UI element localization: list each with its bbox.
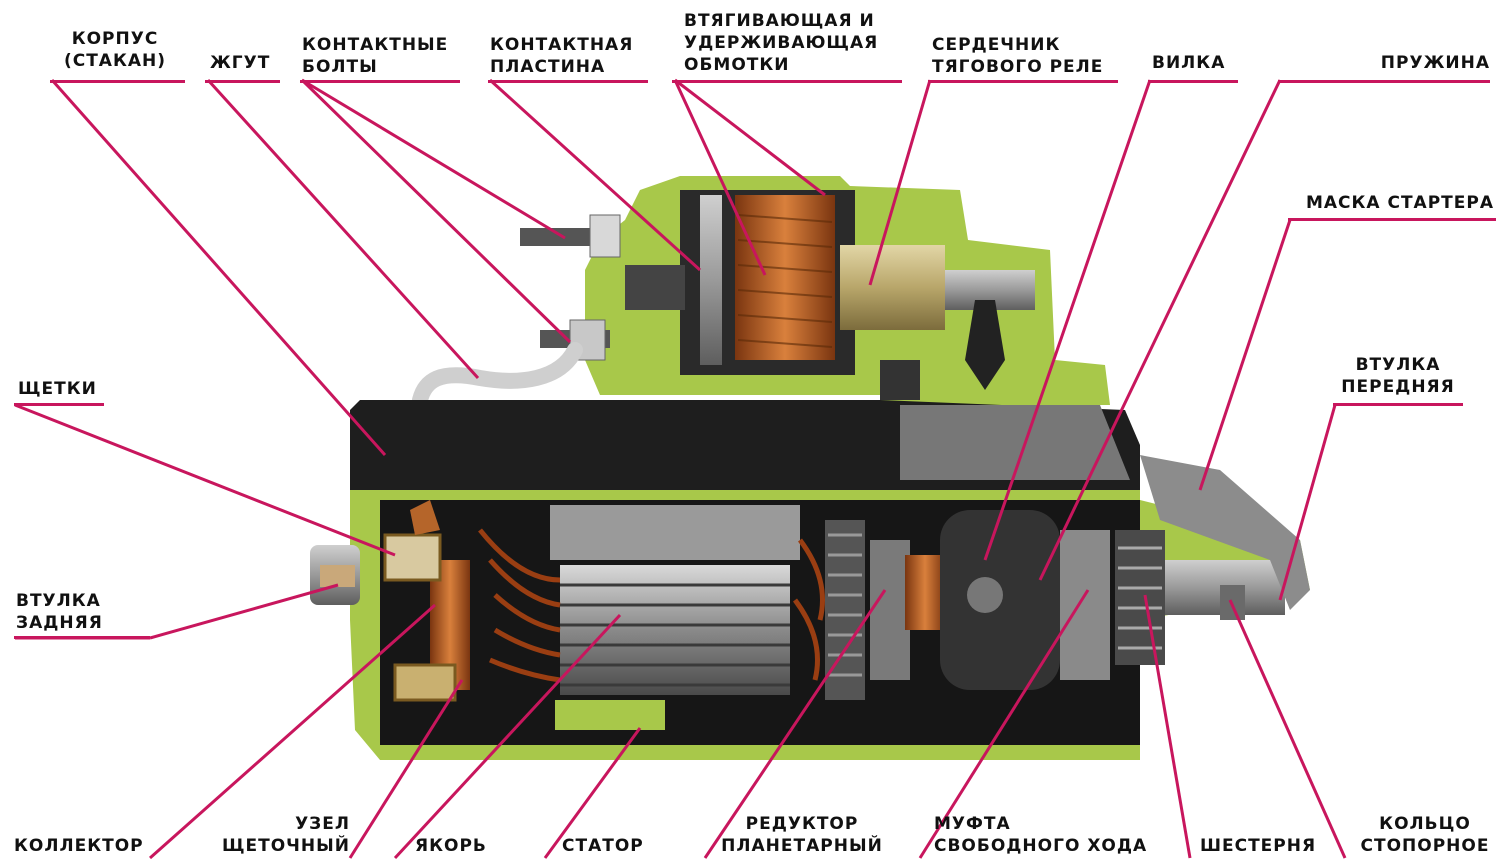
label-shesternya-line1: ШЕСТЕРНЯ bbox=[1200, 836, 1317, 856]
label-maska-line1: МАСКА СТАРТЕРА bbox=[1305, 193, 1494, 213]
label-zhgut: ЖГУТ bbox=[210, 52, 270, 74]
label-stator: СТАТОР bbox=[562, 835, 644, 857]
label-vtulka-perednyaya-line2: ПЕРЕДНЯЯ bbox=[1341, 377, 1455, 397]
label-korpus: КОРПУС (СТАКАН) bbox=[55, 28, 175, 72]
label-kollektor: КОЛЛЕКТОР bbox=[14, 835, 144, 857]
label-koltso-line2: СТОПОРНОЕ bbox=[1360, 836, 1490, 856]
label-kollektor-line1: КОЛЛЕКТОР bbox=[14, 836, 144, 856]
solenoid-relay bbox=[520, 176, 1110, 405]
label-vilka-line1: ВИЛКА bbox=[1152, 53, 1226, 73]
label-korpus-line1: КОРПУС bbox=[71, 29, 159, 49]
wire-harness bbox=[412, 342, 583, 408]
underline-korpus bbox=[50, 80, 185, 83]
label-vtulka-zadnyaya-line2: ЗАДНЯЯ bbox=[16, 613, 103, 633]
label-obmotki-line3: ОБМОТКИ bbox=[684, 55, 790, 75]
label-pruzhina-line1: ПРУЖИНА bbox=[1380, 53, 1490, 73]
stator-lower bbox=[555, 700, 665, 730]
brushes bbox=[383, 533, 442, 582]
label-obmotki-line2: УДЕРЖИВАЮЩАЯ bbox=[684, 33, 879, 53]
underline-maska bbox=[1288, 218, 1496, 221]
underline-zhgut bbox=[205, 80, 280, 83]
underline-obmotki bbox=[672, 80, 902, 83]
armature bbox=[560, 565, 790, 695]
solenoid-windings bbox=[735, 195, 835, 360]
label-uzel-shchetochny: УЗЕЛ ЩЕТОЧНЫЙ bbox=[198, 813, 350, 857]
label-vtulka-zadnyaya-line1: ВТУЛКА bbox=[16, 591, 101, 611]
label-bolty-line2: БОЛТЫ bbox=[302, 57, 378, 77]
label-reduktor-line2: ПЛАНЕТАРНЫЙ bbox=[721, 836, 883, 856]
label-vtulka-perednyaya-line1: ВТУЛКА bbox=[1355, 355, 1441, 375]
underline-serdechnik bbox=[928, 80, 1118, 83]
label-vtulka-zadnyaya: ВТУЛКА ЗАДНЯЯ bbox=[16, 590, 103, 634]
label-yakor: ЯКОРЬ bbox=[415, 835, 487, 857]
label-shchetki: ЩЕТКИ bbox=[18, 378, 97, 400]
label-shesternya: ШЕСТЕРНЯ bbox=[1200, 835, 1316, 857]
label-mufta-line1: МУФТА bbox=[934, 814, 1011, 834]
label-mufta-line2: СВОБОДНОГО ХОДА bbox=[934, 836, 1148, 856]
label-serdechnik-line1: СЕРДЕЧНИК bbox=[932, 35, 1061, 55]
label-serdechnik: СЕРДЕЧНИК ТЯГОВОГО РЕЛЕ bbox=[932, 34, 1103, 78]
label-vtulka-perednyaya: ВТУЛКА ПЕРЕДНЯЯ bbox=[1333, 354, 1463, 398]
label-reduktor-line1: РЕДУКТОР bbox=[745, 814, 859, 834]
label-uzel-line2: ЩЕТОЧНЫЙ bbox=[221, 836, 350, 856]
pinion bbox=[1115, 530, 1165, 665]
solenoid-core bbox=[840, 245, 945, 330]
label-kontaktnye-bolty: КОНТАКТНЫЕ БОЛТЫ bbox=[302, 34, 448, 78]
label-mufta: МУФТА СВОБОДНОГО ХОДА bbox=[934, 813, 1147, 857]
label-plastina-line2: ПЛАСТИНА bbox=[490, 57, 606, 77]
underline-bolty bbox=[300, 80, 460, 83]
label-bolty-line1: КОНТАКТНЫЕ bbox=[302, 35, 449, 55]
label-plastina-line1: КОНТАКТНАЯ bbox=[490, 35, 634, 55]
label-maska: МАСКА СТАРТЕРА bbox=[1306, 192, 1494, 214]
label-serdechnik-line2: ТЯГОВОГО РЕЛЕ bbox=[932, 57, 1104, 77]
label-kontaktnaya-plastina: КОНТАКТНАЯ ПЛАСТИНА bbox=[490, 34, 633, 78]
label-vilka: ВИЛКА bbox=[1152, 52, 1225, 74]
label-korpus-line2: (СТАКАН) bbox=[63, 51, 167, 71]
label-koltso: КОЛЬЦО СТОПОРНОЕ bbox=[1352, 813, 1498, 857]
label-obmotki: ВТЯГИВАЮЩАЯ И УДЕРЖИВАЮЩАЯ ОБМОТКИ bbox=[684, 10, 878, 76]
label-uzel-line1: УЗЕЛ bbox=[295, 814, 350, 834]
label-stator-line1: СТАТОР bbox=[562, 836, 644, 856]
label-yakor-line1: ЯКОРЬ bbox=[415, 836, 487, 856]
underline-plastina bbox=[488, 80, 648, 83]
label-reduktor: РЕДУКТОР ПЛАНЕТАРНЫЙ bbox=[712, 813, 892, 857]
underline-shchetki bbox=[14, 403, 104, 406]
contact-bolt-upper bbox=[520, 228, 600, 246]
label-koltso-line1: КОЛЬЦО bbox=[1379, 814, 1471, 834]
underline-vtulka-perednyaya bbox=[1333, 403, 1463, 406]
underline-pruzhina bbox=[1278, 80, 1490, 83]
label-obmotki-line1: ВТЯГИВАЮЩАЯ И bbox=[684, 11, 875, 31]
starter-nose bbox=[1140, 455, 1310, 610]
label-pruzhina: ПРУЖИНА bbox=[1381, 52, 1490, 74]
underline-vilka bbox=[1148, 80, 1238, 83]
leader-lines bbox=[14, 78, 1347, 860]
underline-vtulka-zadnyaya bbox=[14, 636, 150, 639]
stator-upper bbox=[550, 505, 800, 560]
label-shchetki-line1: ЩЕТКИ bbox=[18, 379, 97, 399]
label-zhgut-line1: ЖГУТ bbox=[210, 53, 271, 73]
brush-holder bbox=[393, 663, 457, 702]
